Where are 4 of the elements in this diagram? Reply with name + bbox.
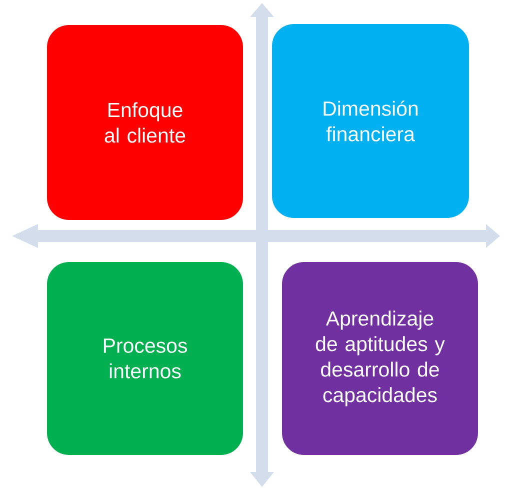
quadrant-box: Dimensión financiera (272, 24, 469, 218)
quadrant-box: Aprendizaje de aptitudes y desarrollo de capacidades (282, 262, 478, 455)
quadrant-box: Procesos internos (47, 262, 243, 455)
quadrant-box: Enfoque al cliente (47, 25, 243, 220)
